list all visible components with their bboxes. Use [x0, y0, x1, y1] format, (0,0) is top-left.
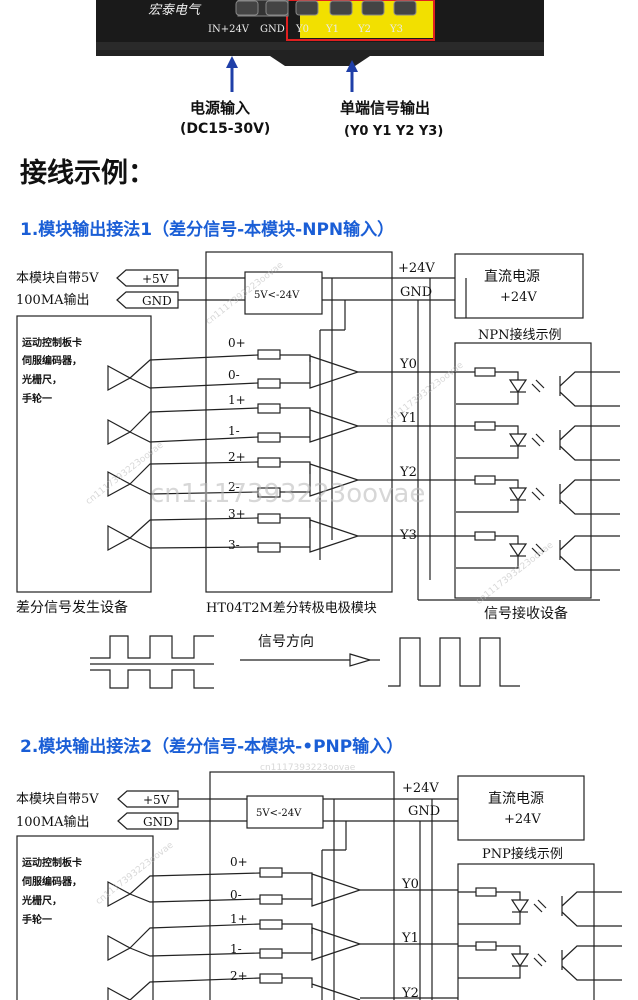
plus24v-label-1: +24V	[398, 261, 435, 276]
dc-power-box-2	[457, 775, 585, 841]
converter-label-1: 5V<-24V	[254, 290, 300, 301]
output-label: 单端信号输出	[340, 99, 430, 117]
output-label-y3-1: Y3	[399, 528, 417, 543]
watermark-small-5: cn1117393223oovae	[260, 763, 356, 773]
input-label-0m: 0-	[228, 368, 240, 382]
power-label: 电源输入	[190, 99, 250, 117]
terminal-y1: Y1	[325, 24, 339, 35]
input2-label-0p: 0+	[230, 855, 248, 869]
section-title: 接线示例：	[20, 158, 155, 189]
source-desc-1-0: 运动控制板卡	[22, 336, 82, 349]
diagram2-title: 2.模块输出接法2（差分信号-本模块-•PNP输入）	[20, 736, 403, 757]
module-name-label-1: HT04T2M差分转极电极模块	[206, 601, 377, 616]
diagram2	[16, 771, 622, 1000]
wiring-example-2: PNP接线示例	[482, 846, 563, 862]
plus5v-label-1: +5V	[142, 272, 169, 286]
source-device-label-1: 差分信号发生设备	[16, 599, 128, 616]
terminal-y3: Y3	[389, 24, 403, 35]
terminal-in24v: IN+24V	[208, 24, 250, 35]
input-label-1m: 1-	[228, 424, 240, 438]
resistors-1	[257, 349, 281, 553]
converter-box-2	[246, 795, 324, 829]
source-box-2	[16, 835, 154, 1000]
module-box-1	[205, 251, 393, 593]
receiver-box-1	[454, 342, 592, 599]
converter-label-2: 5V<-24V	[256, 808, 302, 819]
receiver-box-2	[457, 863, 595, 1000]
power-range: (DC15-30V)	[180, 121, 270, 137]
optocouplers-1	[456, 367, 620, 571]
source-desc-1-2: 光栅尺，	[21, 373, 62, 386]
device-photo: 宏泰电气 IN+24V GND Y0 Y1 Y2 Y3	[96, 0, 544, 66]
output-label-y1-2: Y1	[401, 931, 419, 946]
input-label-1p: 1+	[228, 393, 246, 407]
brand-text: 宏泰电气	[148, 2, 202, 18]
output-pins: (Y0 Y1 Y2 Y3)	[344, 124, 443, 139]
converter-box-1	[244, 271, 323, 315]
output-label-y0-1: Y0	[399, 357, 417, 372]
optocouplers-2	[458, 887, 622, 981]
module-box-2	[209, 771, 395, 1000]
self-power-label-2: 本模块自带5V	[16, 792, 99, 807]
dc-power-value-1: +24V	[500, 290, 537, 305]
terminal-gnd: GND	[260, 24, 285, 35]
receiver-label-1: 信号接收设备	[484, 605, 568, 622]
driver-triangles-1	[107, 364, 132, 552]
signal-direction-label-1: 信号方向	[258, 634, 314, 650]
source-desc-1-3: 手轮一	[22, 392, 52, 405]
source-desc-1-1: 伺服编码器，	[21, 354, 82, 367]
plus24v-label-2: +24V	[402, 781, 439, 796]
gnd24-label-1: GND	[400, 285, 432, 300]
waveform-diff-1	[90, 635, 214, 689]
watermark-main: cn1117393223oovae	[150, 479, 425, 509]
source-box-1	[16, 315, 152, 593]
dc-power-value-2: +24V	[504, 812, 541, 827]
input2-label-2p: 2+	[230, 969, 248, 983]
watermark-small-4: cn1117393223oovae	[474, 540, 556, 607]
terminal-y2: Y2	[357, 24, 371, 35]
dc-power-box-1	[454, 253, 584, 319]
source-desc-2-3: 手轮一	[22, 913, 52, 926]
gnd24-label-2: GND	[408, 804, 440, 819]
plus5v-label-2: +5V	[143, 793, 170, 807]
terminal-y0: Y0	[295, 24, 309, 35]
comparators-1	[309, 355, 360, 553]
self-power-label-1: 本模块自带5V	[16, 271, 99, 286]
output-arrow	[346, 60, 358, 92]
gnd-label-1: GND	[142, 294, 172, 308]
signal-direction-arrow-1	[240, 653, 380, 667]
input-label-3p: 3+	[228, 507, 246, 521]
output-label-y2-1: Y2	[399, 465, 417, 480]
input2-label-1p: 1+	[230, 912, 248, 926]
watermark-small-2: cn1117393223oovae	[384, 360, 466, 427]
input-label-0p: 0+	[228, 336, 246, 350]
gnd-label-2: GND	[143, 815, 173, 829]
current-label-1: 100MA输出	[16, 292, 90, 308]
source-desc-2-2: 光栅尺，	[21, 894, 62, 907]
watermark-small-6: cn1117393223oovae	[94, 840, 176, 907]
source-desc-2-0: 运动控制板卡	[22, 856, 82, 869]
input-label-3m: 3-	[228, 538, 240, 552]
input-label-2p: 2+	[228, 450, 246, 464]
input2-label-1m: 1-	[230, 942, 242, 956]
source-desc-2-1: 伺服编码器，	[21, 875, 82, 888]
wiring-example-1: NPN接线示例	[478, 327, 562, 343]
dc-power-label-2: 直流电源	[488, 790, 544, 807]
input-label-2m: 2-	[228, 480, 240, 494]
dc-power-label-1: 直流电源	[484, 268, 540, 285]
input2-label-0m: 0-	[230, 888, 242, 902]
diagram1	[16, 251, 620, 689]
output-label-y2-2: Y2	[401, 986, 419, 1000]
diagram1-title: 1.模块输出接法1（差分信号-本模块-NPN输入）	[20, 219, 394, 240]
current-label-2: 100MA输出	[16, 814, 90, 830]
output-label-y0-2: Y0	[401, 877, 419, 892]
waveform-out-1	[388, 637, 520, 687]
power-arrow	[226, 56, 238, 92]
output-label-y1-1: Y1	[399, 411, 417, 426]
